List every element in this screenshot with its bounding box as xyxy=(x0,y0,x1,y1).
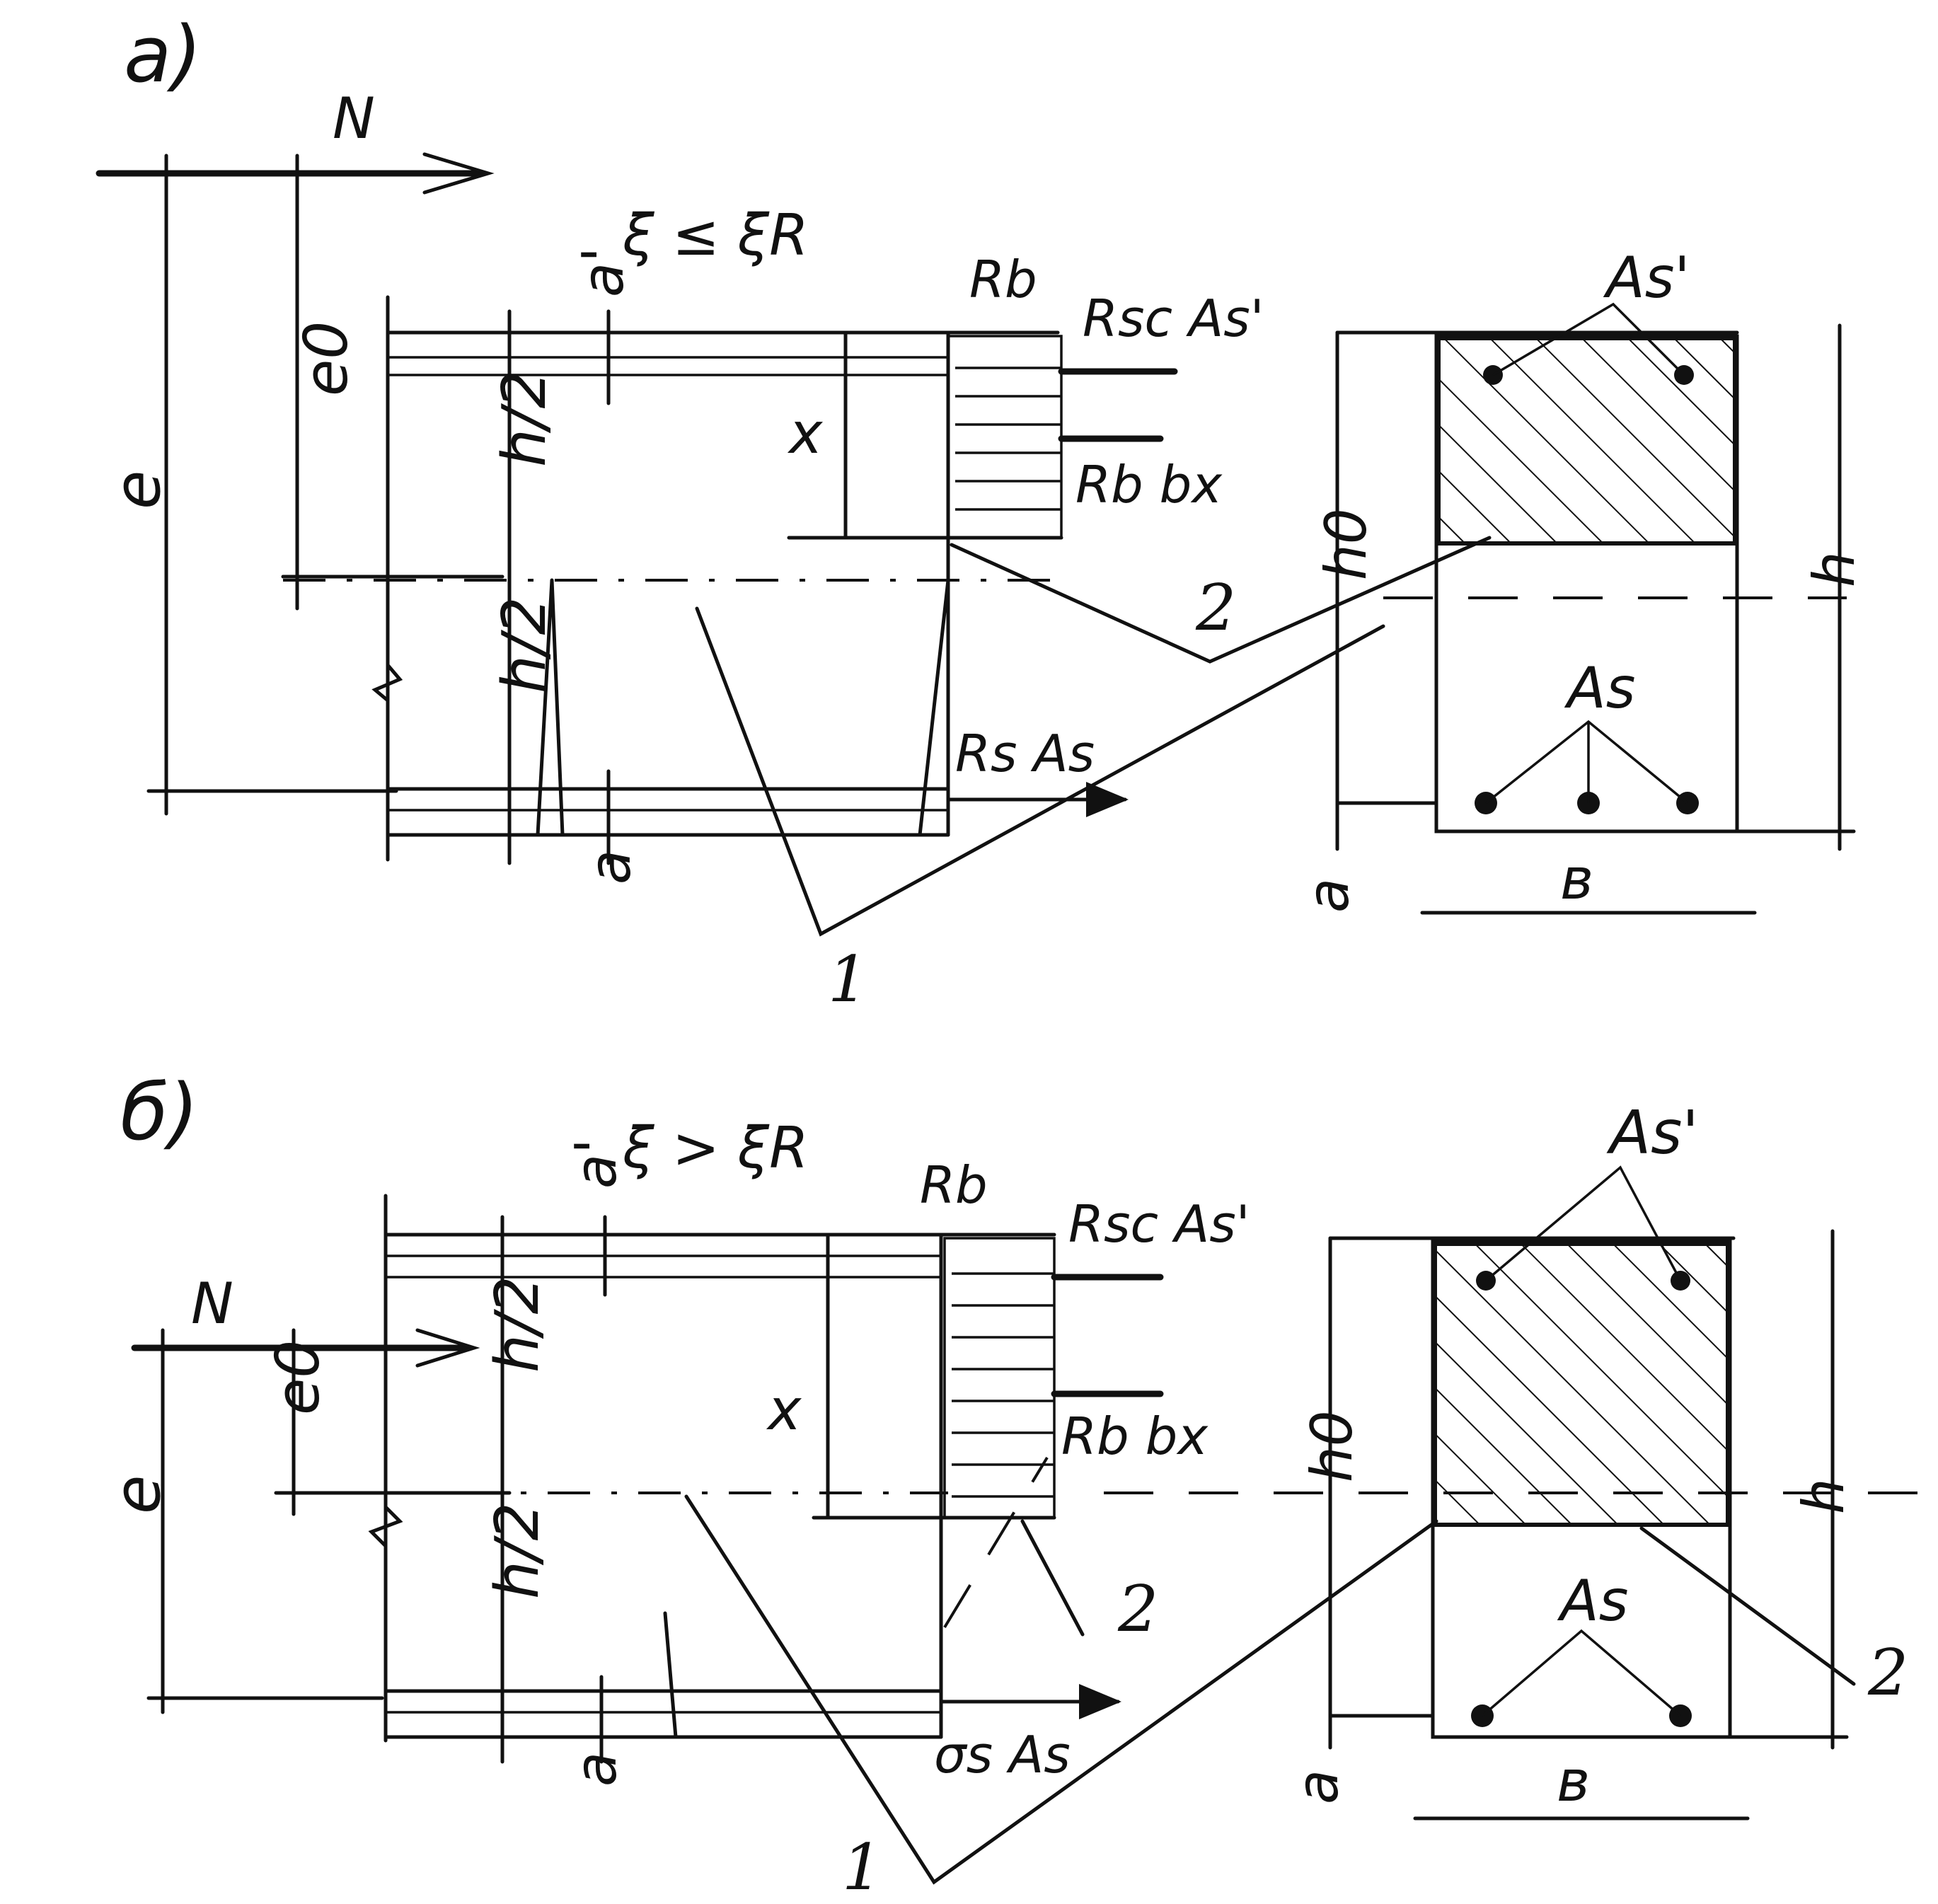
panel-b-section-compression-zone xyxy=(1433,1242,1730,1527)
panel-b-As-bottom: As xyxy=(1557,1568,1628,1634)
panel-b-compression-block xyxy=(943,1237,1056,1519)
panel-b-label: б) xyxy=(120,1067,199,1158)
panel-b-stress-dashed xyxy=(943,1456,1049,1629)
panel-a-e-label: e xyxy=(100,471,175,509)
panel-b-h-half-top: h/2 xyxy=(483,1276,553,1373)
panel-b-b: в xyxy=(1557,1748,1590,1814)
panel-a-b: в xyxy=(1560,846,1593,912)
panel-b-section-callout-2-leader xyxy=(1639,1526,1856,1686)
panel-a-callout-1: 1 xyxy=(828,942,868,1017)
panel-a-callout-1-leader xyxy=(695,606,1385,937)
panel-a-stress-line xyxy=(918,578,950,837)
panel-a-callout-2-leader xyxy=(950,536,1492,664)
panel-a-section-a: a xyxy=(1296,878,1361,913)
panel-a-x-label: x xyxy=(787,400,824,466)
panel-a-RsAs: Rs As xyxy=(955,724,1095,783)
panel-b: б) ξ > ξR N e e0 h/2 h/2 a' a x xyxy=(100,1067,1932,1904)
panel-b-e0-label: e0 xyxy=(263,1340,333,1415)
panel-a-force-label: N xyxy=(333,86,375,151)
panel-b-force-arrowhead xyxy=(415,1328,480,1368)
panel-a-label: а) xyxy=(124,9,202,100)
panel-a-RscAs: Rsc As' xyxy=(1083,289,1264,348)
panel-a: а) N ξ ≤ ξR e e0 h/2 h/2 a' a xyxy=(96,9,1867,1017)
panel-b-x-label: x xyxy=(766,1377,802,1443)
panel-a-h-half-top: h/2 xyxy=(490,370,560,467)
panel-a-Rb: Rb xyxy=(969,250,1037,309)
panel-b-callout-1: 1 xyxy=(842,1830,882,1900)
panel-b-compression-arrows xyxy=(952,1272,1054,1498)
panel-b-As-bottom-leader xyxy=(1481,1629,1682,1717)
panel-a-a-label: a xyxy=(577,850,643,884)
panel-a-force-arrowhead xyxy=(422,152,495,195)
panel-a-e0-label: e0 xyxy=(292,321,362,396)
panel-b-As-top: As' xyxy=(1606,1098,1699,1168)
panel-b-callout-2-leader xyxy=(1020,1519,1085,1637)
panel-b-a-prime: a' xyxy=(563,1138,629,1189)
panel-b-sigmaAs: σs As xyxy=(934,1725,1071,1784)
panel-a-stress-left-triangle xyxy=(536,578,565,837)
panel-a-Rbbx: Rb bx xyxy=(1075,455,1223,514)
panel-b-condition: ξ > ξR xyxy=(622,1115,809,1181)
panel-b-h: h xyxy=(1791,1478,1857,1514)
panel-b-h0: h0 xyxy=(1299,1410,1365,1482)
panel-a-compression-arrows xyxy=(955,367,1061,511)
panel-b-e-label: e xyxy=(100,1475,175,1514)
panel-a-break-mark xyxy=(371,663,403,703)
panel-b-callout-2: 2 xyxy=(1117,1572,1158,1646)
panel-b-a-label: a xyxy=(563,1752,629,1787)
panel-b-RscAs: Rsc As' xyxy=(1068,1194,1250,1254)
panel-b-force-label: N xyxy=(191,1271,233,1337)
panel-b-section-a: a xyxy=(1285,1770,1351,1804)
panel-b-callout-1-leader xyxy=(684,1494,1438,1885)
panel-a-h: h xyxy=(1801,551,1867,587)
panel-b-stress-left-line xyxy=(663,1611,678,1739)
panel-a-As-bottom: As xyxy=(1564,655,1635,721)
panel-a-As-top-leader xyxy=(1492,302,1685,376)
panel-a-compression-block xyxy=(947,335,1063,539)
panel-b-break-mark xyxy=(368,1505,403,1548)
panel-b-h-half-bottom: h/2 xyxy=(483,1502,553,1599)
panel-a-As-bottom-leader xyxy=(1484,720,1689,804)
panel-a-condition: ξ ≤ ξR xyxy=(622,202,809,268)
panel-b-section-callout-2: 2 xyxy=(1867,1636,1908,1710)
panel-b-Rb: Rb xyxy=(920,1155,988,1215)
panel-a-callout-2: 2 xyxy=(1195,571,1236,645)
panel-a-a-prime: a' xyxy=(570,247,636,297)
panel-a-h0: h0 xyxy=(1313,508,1379,580)
panel-a-As-top: As' xyxy=(1603,245,1690,311)
panel-b-Rbbx: Rb bx xyxy=(1061,1407,1209,1466)
panel-b-As-top-leader xyxy=(1484,1165,1682,1282)
